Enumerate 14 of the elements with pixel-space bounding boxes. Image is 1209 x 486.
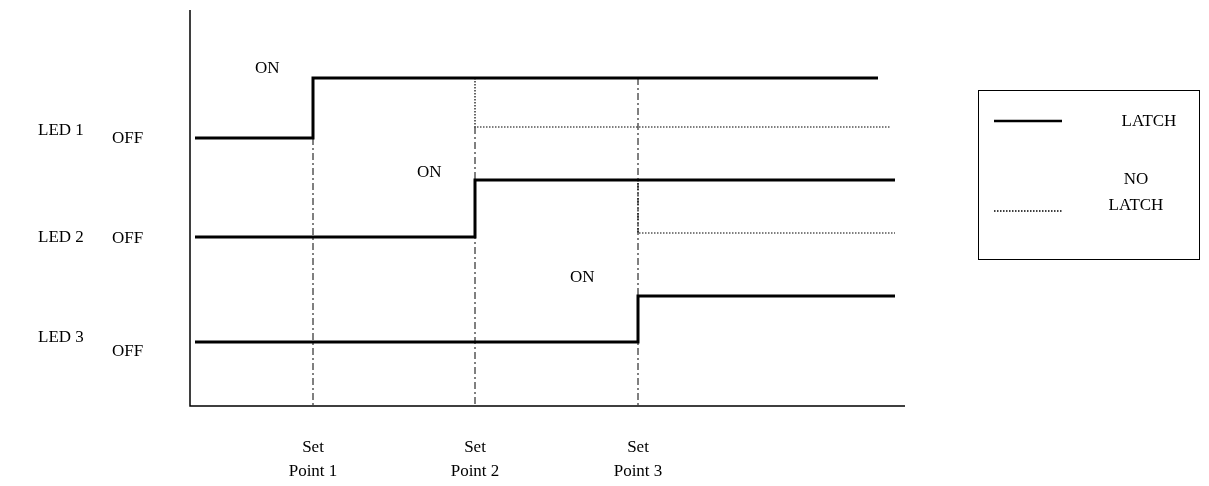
signal-level-label: ON	[417, 162, 442, 182]
signal-level-label: ON	[570, 267, 595, 287]
row-label: LED 2	[38, 227, 84, 247]
signal-level-label: ON	[255, 58, 280, 78]
set-point-label: Set Point 3	[612, 436, 664, 482]
signal-level-label: OFF	[112, 128, 144, 148]
set-point-label: Set Point 1	[287, 436, 339, 482]
signal-level-label: OFF	[112, 341, 144, 361]
set-point-label: Set Point 2	[449, 436, 501, 482]
row-label: LED 3	[38, 327, 84, 347]
row-label: LED 1	[38, 120, 84, 140]
legend-text: LATCH	[1120, 110, 1178, 132]
signal-level-label: OFF	[112, 228, 144, 248]
legend-text: NO LATCH	[1107, 168, 1165, 216]
